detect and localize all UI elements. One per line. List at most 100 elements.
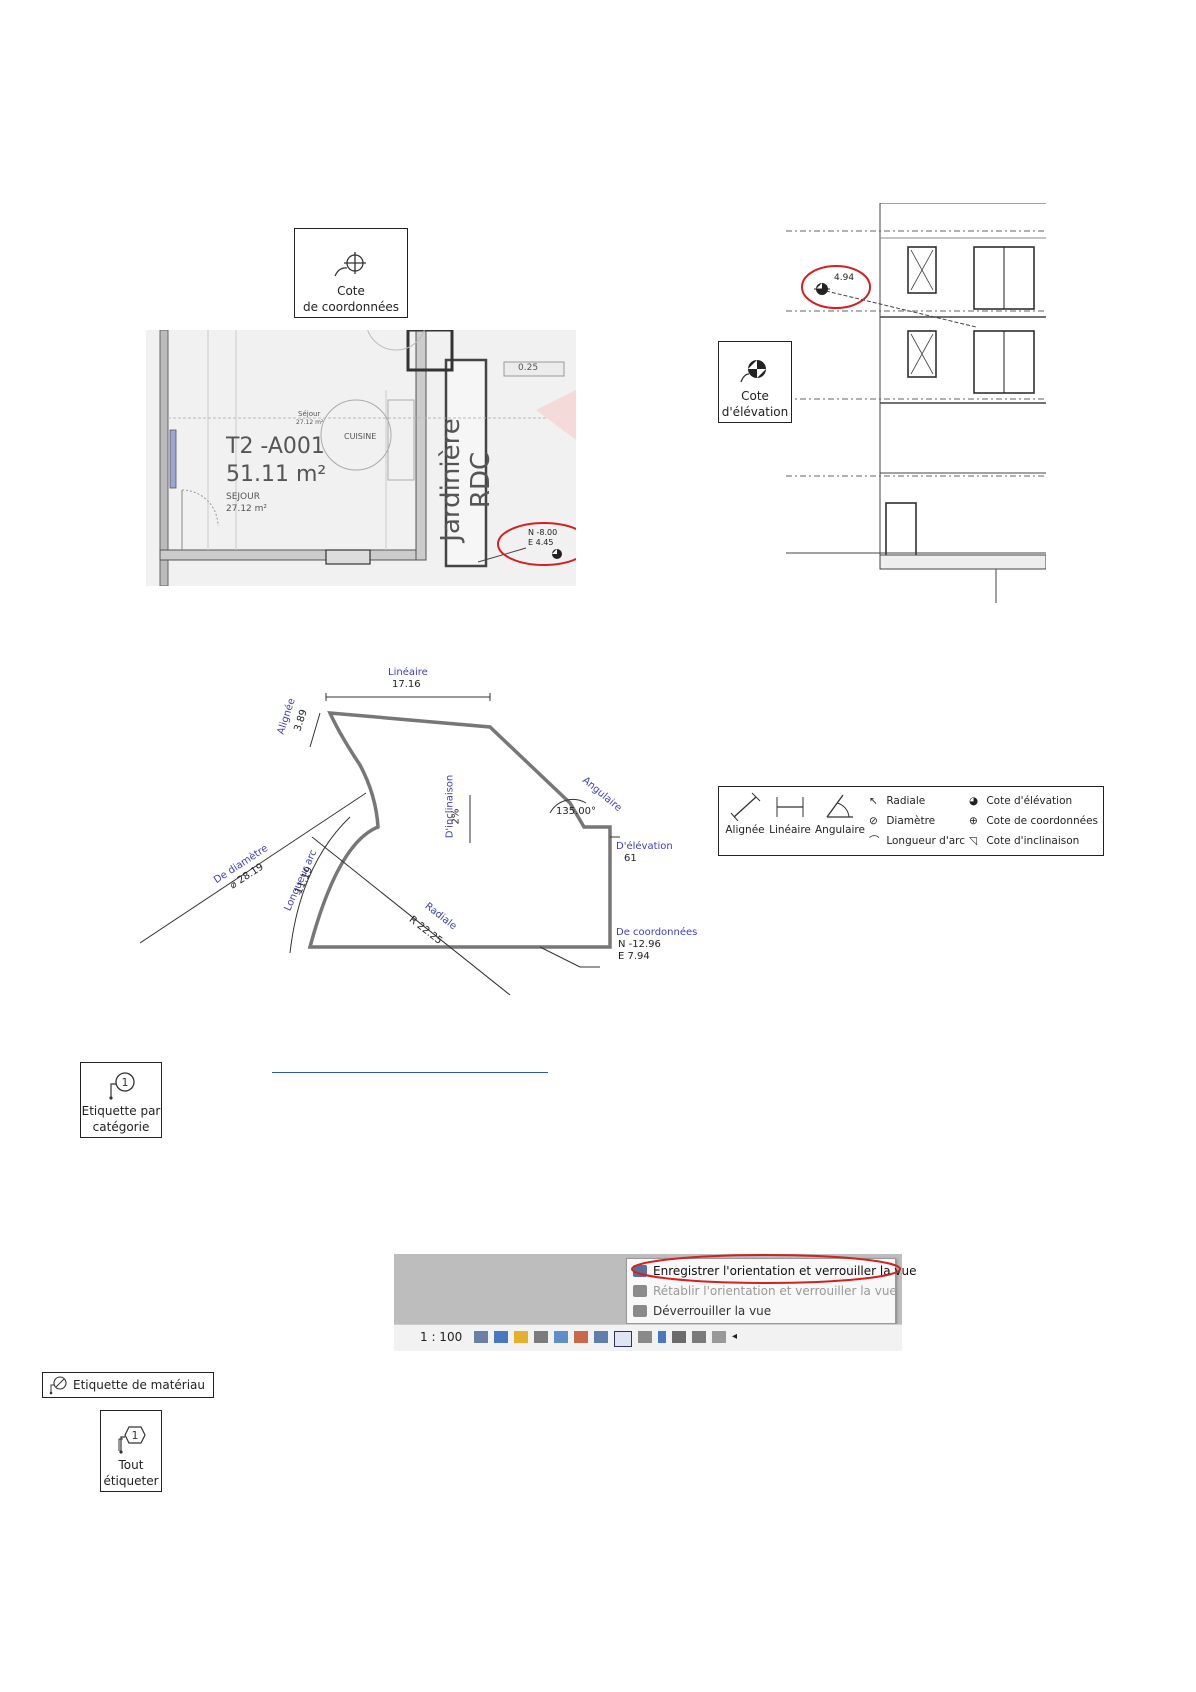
tag-all-label: Tout étiqueter [103, 1458, 159, 1488]
tool-cote-coordonnees[interactable]: ⊕ Cote de coordonnées [969, 811, 1098, 831]
menu-item3-label: Déverrouiller la vue [653, 1304, 772, 1318]
crop-view-icon[interactable] [554, 1331, 568, 1343]
menu-unlock-view[interactable]: Déverrouiller la vue [633, 1301, 771, 1321]
dim-lineaire-value: 17.16 [392, 679, 421, 690]
unit-name: T2 -A001 [226, 434, 325, 459]
menu-save-orientation-lock[interactable]: Enregistrer l'orientation et verrouiller… [633, 1261, 917, 1281]
scroll-left-icon[interactable]: ◂ [732, 1331, 738, 1342]
arc-length-dimension-icon: ⌒ [869, 835, 880, 847]
sejour-small-area: 27.12 m² [296, 419, 324, 426]
dim-angulaire-value: 135.00° [556, 806, 596, 817]
elevation-dimension-icon [740, 360, 766, 383]
worksharing-icon[interactable] [672, 1331, 686, 1343]
coordinate-dimension-label: Cote de coordonnées [302, 284, 399, 314]
analytical-model-icon[interactable] [692, 1331, 706, 1343]
tool-alignee[interactable]: Alignée [723, 791, 767, 851]
menu-item1-label: Enregistrer l'orientation et verrouiller… [653, 1264, 917, 1278]
sejour-area: 27.12 m² [226, 504, 268, 514]
cuisine-label: CUISINE [344, 432, 377, 441]
lock-3d-view-icon[interactable] [614, 1331, 632, 1347]
lock-view-icon [633, 1265, 647, 1277]
tool-cote-inclinaison-label: Cote d'inclinaison [986, 835, 1080, 847]
tool-lineaire[interactable]: Linéaire [767, 791, 813, 851]
tool-alignee-label: Alignée [725, 824, 765, 836]
pin-icon[interactable] [658, 1331, 666, 1343]
tag-by-category-icon: 1 [109, 1072, 135, 1100]
material-tag-icon [49, 1376, 67, 1395]
view-lock-menu: Enregistrer l'orientation et verrouiller… [626, 1258, 917, 1324]
elevation-view: 4.94 [786, 202, 1047, 609]
sejour-label: SEJOUR [226, 492, 260, 502]
tool-cote-elevation-label: Cote d'élévation [986, 795, 1073, 807]
restore-view-icon [633, 1285, 647, 1297]
tag-all-tool[interactable]: 1 Tout étiqueter [100, 1410, 162, 1492]
tool-angulaire-label: Angulaire [815, 824, 865, 836]
diameter-dimension-icon: ⊘ [869, 815, 878, 827]
dim-inclinaison-label: D'inclinaison [444, 774, 456, 839]
coordinate-dimension-icon [334, 252, 366, 277]
coordinate-dimension-tool[interactable]: Cote de coordonnées [294, 228, 408, 318]
dim-elevation-label: D'élévation [616, 841, 673, 852]
tool-diametre[interactable]: ⊘ Diamètre [869, 811, 935, 831]
dimension-palette: Alignée Linéaire Angulaire ↖ Radiale ⊘ D… [718, 786, 1104, 856]
plan-coord-e: E 4.45 [528, 538, 554, 547]
tool-cote-coordonnees-label: Cote de coordonnées [986, 815, 1099, 827]
plan-coord-n: N -8.00 [528, 528, 558, 537]
sejour-small-label: Séjour [298, 410, 321, 418]
scale-readout[interactable]: 1 : 100 [420, 1330, 463, 1344]
tool-radiale-label: Radiale [886, 795, 926, 807]
dim-lineaire-label: Linéaire [388, 667, 428, 678]
radial-dimension-icon: ↖ [869, 795, 878, 807]
svg-text:1: 1 [122, 1076, 129, 1089]
reveal-hidden-icon[interactable] [638, 1331, 652, 1343]
spot-elevation-icon: ◕ [969, 795, 979, 807]
tag-by-category-tool[interactable]: 1 Etiquette par catégorie [80, 1062, 162, 1138]
floor-plan-drawing [146, 330, 576, 586]
menu-item2-label: Rétablir l'orientation et verrouiller la… [653, 1284, 897, 1298]
tool-angulaire[interactable]: Angulaire [813, 791, 867, 851]
dim-coord-n: N -12.96 [618, 939, 661, 950]
tool-longueur-arc-label: Longueur d'arc [886, 835, 966, 847]
link-underline [272, 1072, 548, 1073]
view-control-icons: ◂ [474, 1331, 737, 1347]
detail-level-icon[interactable] [474, 1331, 488, 1343]
sun-path-icon[interactable] [514, 1331, 528, 1343]
unlock-view-icon [633, 1305, 647, 1317]
jardiniere-label: Jardinière RDC [436, 418, 496, 542]
dimension-types-drawing [140, 693, 620, 996]
floor-plan-view: T2 -A001 51.11 m² SEJOUR 27.12 m² Séjour… [146, 330, 576, 586]
tag-by-category-label: Etiquette par catégorie [81, 1104, 161, 1134]
tool-lineaire-label: Linéaire [769, 824, 811, 836]
spot-coordinate-icon: ⊕ [969, 815, 978, 827]
tool-cote-inclinaison[interactable]: ◹ Cote d'inclinaison [969, 831, 1079, 851]
view-lock-screenshot: Enregistrer l'orientation et verrouiller… [394, 1254, 917, 1351]
material-tag-tool[interactable]: Etiquette de matériau [42, 1372, 214, 1398]
temp-hide-icon[interactable] [594, 1331, 608, 1343]
spot-slope-icon: ◹ [969, 835, 978, 847]
linear-dimension-icon [776, 797, 804, 817]
tool-diametre-label: Diamètre [886, 815, 936, 827]
tool-cote-elevation[interactable]: ◕ Cote d'élévation [969, 791, 1072, 811]
dim-coord-e: E 7.94 [618, 951, 650, 962]
dim-coord-label: De coordonnées [616, 927, 698, 938]
dim-elevation-value: 61 [624, 853, 637, 864]
tool-longueur-arc[interactable]: ⌒ Longueur d'arc [869, 831, 965, 851]
highlight-displacement-icon[interactable] [712, 1331, 726, 1343]
elevation-dimension-tool[interactable]: Cote d'élévation [718, 341, 792, 423]
angular-dimension-icon [826, 794, 853, 818]
dim-inclinaison-value: 2% [450, 808, 462, 825]
material-tag-label: Etiquette de matériau [73, 1378, 206, 1392]
elevation-dimension-label: Cote d'élévation [721, 389, 789, 419]
dim-025: 0.25 [518, 363, 539, 373]
elevation-drawing [786, 202, 1047, 609]
tool-radiale[interactable]: ↖ Radiale [869, 791, 925, 811]
aligned-dimension-icon [730, 792, 761, 822]
shadows-icon[interactable] [534, 1331, 548, 1343]
menu-restore-orientation-lock: Rétablir l'orientation et verrouiller la… [633, 1281, 897, 1301]
visual-style-icon[interactable] [494, 1331, 508, 1343]
view-control-bar: 1 : 100 ◂ [394, 1324, 902, 1351]
elevation-value: 4.94 [834, 273, 855, 283]
tag-all-icon: 1 [118, 1426, 146, 1454]
show-crop-icon[interactable] [574, 1331, 588, 1343]
svg-text:1: 1 [132, 1429, 139, 1442]
